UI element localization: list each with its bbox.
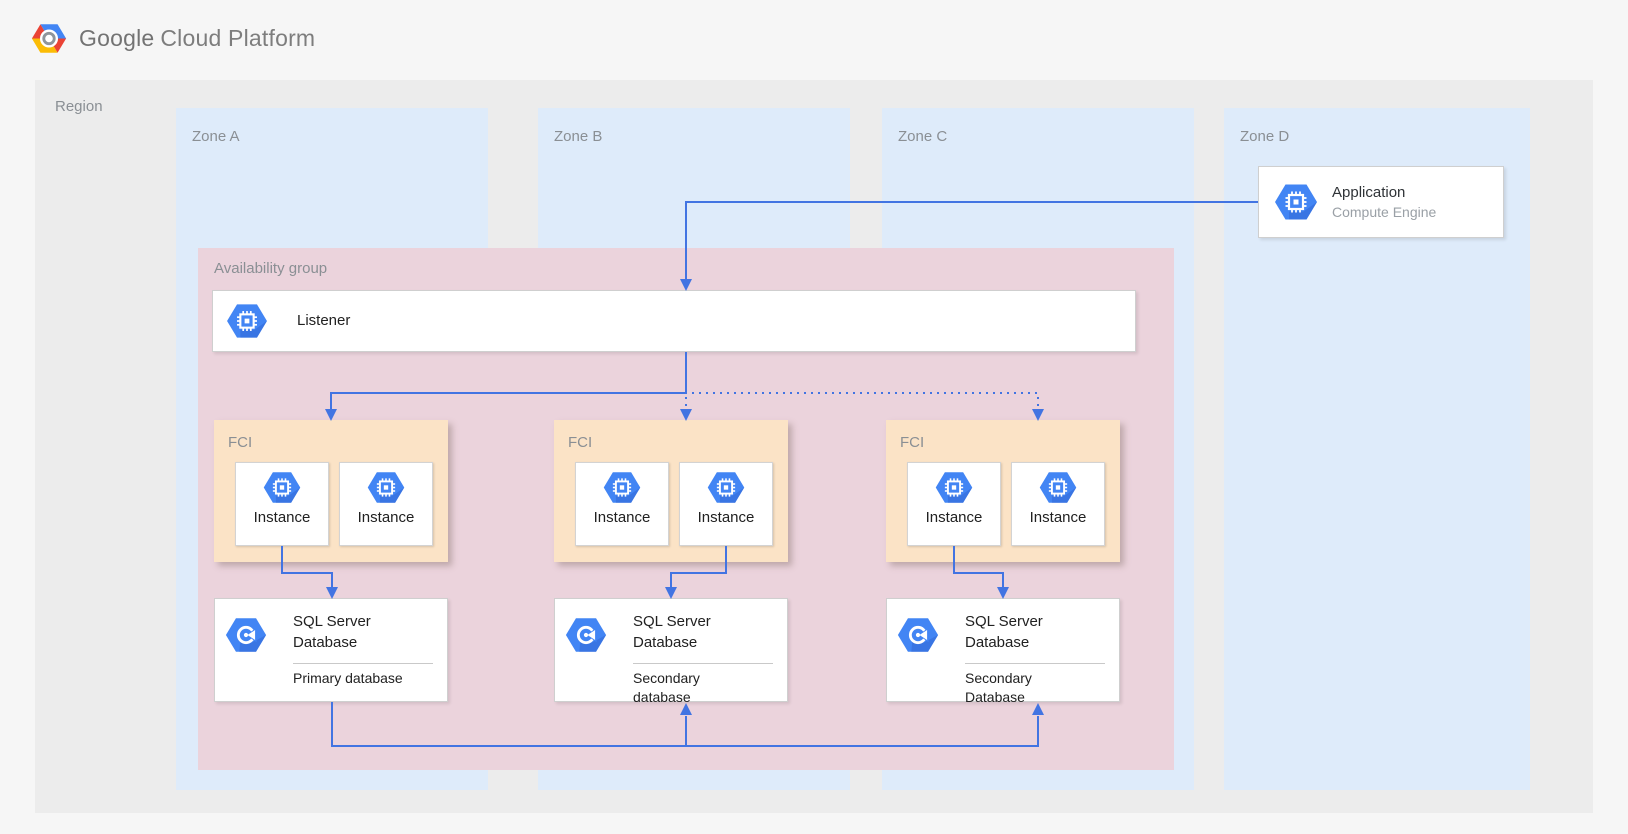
region-label: Region bbox=[55, 98, 103, 115]
application-title: Application bbox=[1332, 183, 1406, 201]
instance-card: Instance bbox=[575, 462, 669, 546]
instance-card: Instance bbox=[235, 462, 329, 546]
application-subtitle: Compute Engine bbox=[1332, 203, 1437, 220]
sql-database-secondary-2: SQL Server Database Secondary Database bbox=[886, 598, 1120, 705]
compute-engine-icon bbox=[602, 470, 642, 505]
listener-label: Listener bbox=[297, 312, 351, 329]
instance-label: Instance bbox=[925, 509, 983, 526]
compute-engine-icon bbox=[1273, 182, 1319, 222]
sql-database-title: SQL Server Database bbox=[633, 613, 711, 651]
sql-database-primary: SQL Server Database Primary database bbox=[214, 598, 448, 702]
compute-engine-icon bbox=[366, 470, 406, 505]
compute-engine-icon bbox=[1038, 470, 1078, 505]
divider bbox=[293, 663, 433, 664]
zone-a-label: Zone A bbox=[192, 128, 240, 145]
fci-2-label: FCI bbox=[568, 434, 593, 451]
instance-label: Instance bbox=[357, 509, 415, 526]
sql-database-title: SQL Server Database bbox=[293, 613, 371, 651]
sql-database-role: Primary database bbox=[293, 670, 403, 686]
sql-server-icon bbox=[896, 615, 940, 655]
fci-group-1: FCI Instance Instance bbox=[214, 420, 448, 562]
instance-card: Instance bbox=[907, 462, 1001, 546]
divider bbox=[965, 663, 1105, 664]
compute-engine-icon bbox=[934, 470, 974, 505]
fci-group-2: FCI Instance Instance bbox=[554, 420, 788, 562]
instance-label: Instance bbox=[697, 509, 755, 526]
sql-server-icon bbox=[224, 615, 268, 655]
instance-card: Instance bbox=[1011, 462, 1105, 546]
fci-3-label: FCI bbox=[900, 434, 925, 451]
instance-label: Instance bbox=[1029, 509, 1087, 526]
zone-d-label: Zone D bbox=[1240, 128, 1290, 145]
gcp-logo-icon bbox=[30, 22, 68, 55]
sql-server-icon bbox=[564, 615, 608, 655]
fci-group-3: FCI Instance Instance bbox=[886, 420, 1120, 562]
sql-database-title: SQL Server Database bbox=[965, 613, 1043, 651]
sql-database-secondary-1: SQL Server Database Secondary database bbox=[554, 598, 788, 705]
sql-database-role: Secondary database bbox=[633, 670, 700, 705]
instance-label: Instance bbox=[253, 509, 311, 526]
logo-text-cloud-platform: Cloud Platform bbox=[160, 25, 316, 51]
logo-text-google: Google bbox=[79, 25, 155, 51]
sql-database-role: Secondary Database bbox=[965, 670, 1032, 705]
instance-card: Instance bbox=[339, 462, 433, 546]
listener-box: Listener bbox=[212, 290, 1136, 352]
zone-c-label: Zone C bbox=[898, 128, 948, 145]
compute-engine-icon bbox=[706, 470, 746, 505]
fci-1-label: FCI bbox=[228, 434, 253, 451]
zone-b-label: Zone B bbox=[554, 128, 603, 145]
instance-card: Instance bbox=[679, 462, 773, 546]
application-box: Application Compute Engine bbox=[1258, 166, 1504, 238]
instance-label: Instance bbox=[593, 509, 651, 526]
compute-engine-icon bbox=[225, 302, 269, 340]
divider bbox=[633, 663, 773, 664]
availability-group-label: Availability group bbox=[214, 260, 328, 277]
compute-engine-icon bbox=[262, 470, 302, 505]
